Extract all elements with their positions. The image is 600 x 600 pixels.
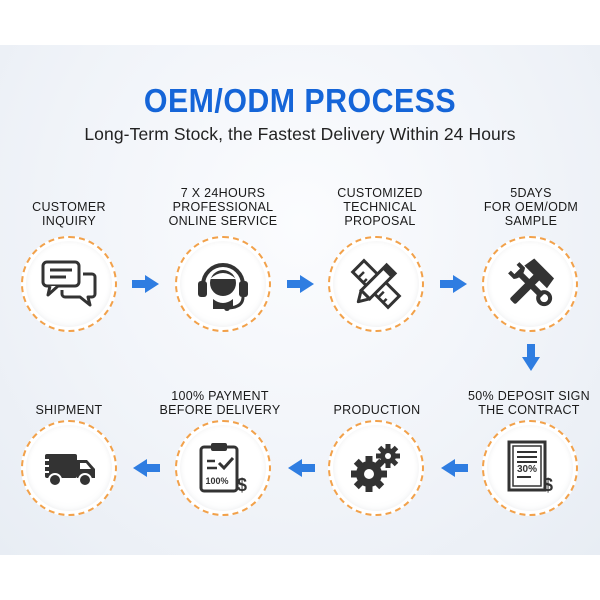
step-label-customer-inquiry: CUSTOMER INQUIRY [32, 200, 106, 228]
page-subtitle: Long-Term Stock, the Fastest Delivery Wi… [84, 124, 516, 144]
step-label-payment: 100% PAYMENT BEFORE DELIVERY [159, 389, 281, 417]
arrow-right-icon [132, 275, 159, 293]
hammer-wrench-icon [508, 258, 555, 307]
step-circle-deposit-contract: 30% $ [482, 420, 578, 516]
contract-document-icon: 30% $ [507, 440, 553, 495]
step-label-deposit-contract: 50% DEPOSIT SIGN THE CONTRACT [468, 389, 590, 417]
step-label-sample: 5DAYS FOR OEM/ODM SAMPLE [483, 186, 579, 228]
step-circle-sample [482, 236, 578, 332]
chat-bubbles-icon [41, 260, 97, 307]
delivery-truck-icon [39, 454, 95, 487]
page-title: OEM/ODM PROCESS [143, 82, 457, 119]
payment-clipboard-icon: 100% $ [199, 443, 247, 495]
arrow-left-icon [441, 459, 468, 477]
headset-icon [198, 263, 248, 311]
step-circle-payment: 100% $ [175, 420, 271, 516]
step-circle-production [328, 420, 424, 516]
arrow-left-icon [133, 459, 160, 477]
payment-badge-text: 100% [205, 476, 228, 486]
gears-icon [351, 444, 400, 492]
arrow-left-icon [288, 459, 315, 477]
step-circle-shipment [21, 420, 117, 516]
step-circle-customer-inquiry [21, 236, 117, 332]
svg-text:$: $ [237, 475, 247, 495]
arrow-right-icon [440, 275, 467, 293]
step-label-online-service: 7 X 24HOURS PROFESSIONAL ONLINE SERVICE [168, 186, 278, 228]
step-label-technical-proposal: CUSTOMIZED TECHNICAL PROPOSAL [337, 186, 423, 228]
arrow-down-icon [522, 344, 540, 371]
step-circle-technical-proposal [328, 236, 424, 332]
step-label-shipment: SHIPMENT [35, 403, 103, 417]
arrow-right-icon [287, 275, 314, 293]
step-label-production: PRODUCTION [333, 403, 421, 417]
step-circle-online-service [175, 236, 271, 332]
pencil-ruler-icon [350, 258, 402, 310]
svg-text:$: $ [543, 475, 553, 495]
contract-badge-text: 30% [517, 464, 537, 475]
